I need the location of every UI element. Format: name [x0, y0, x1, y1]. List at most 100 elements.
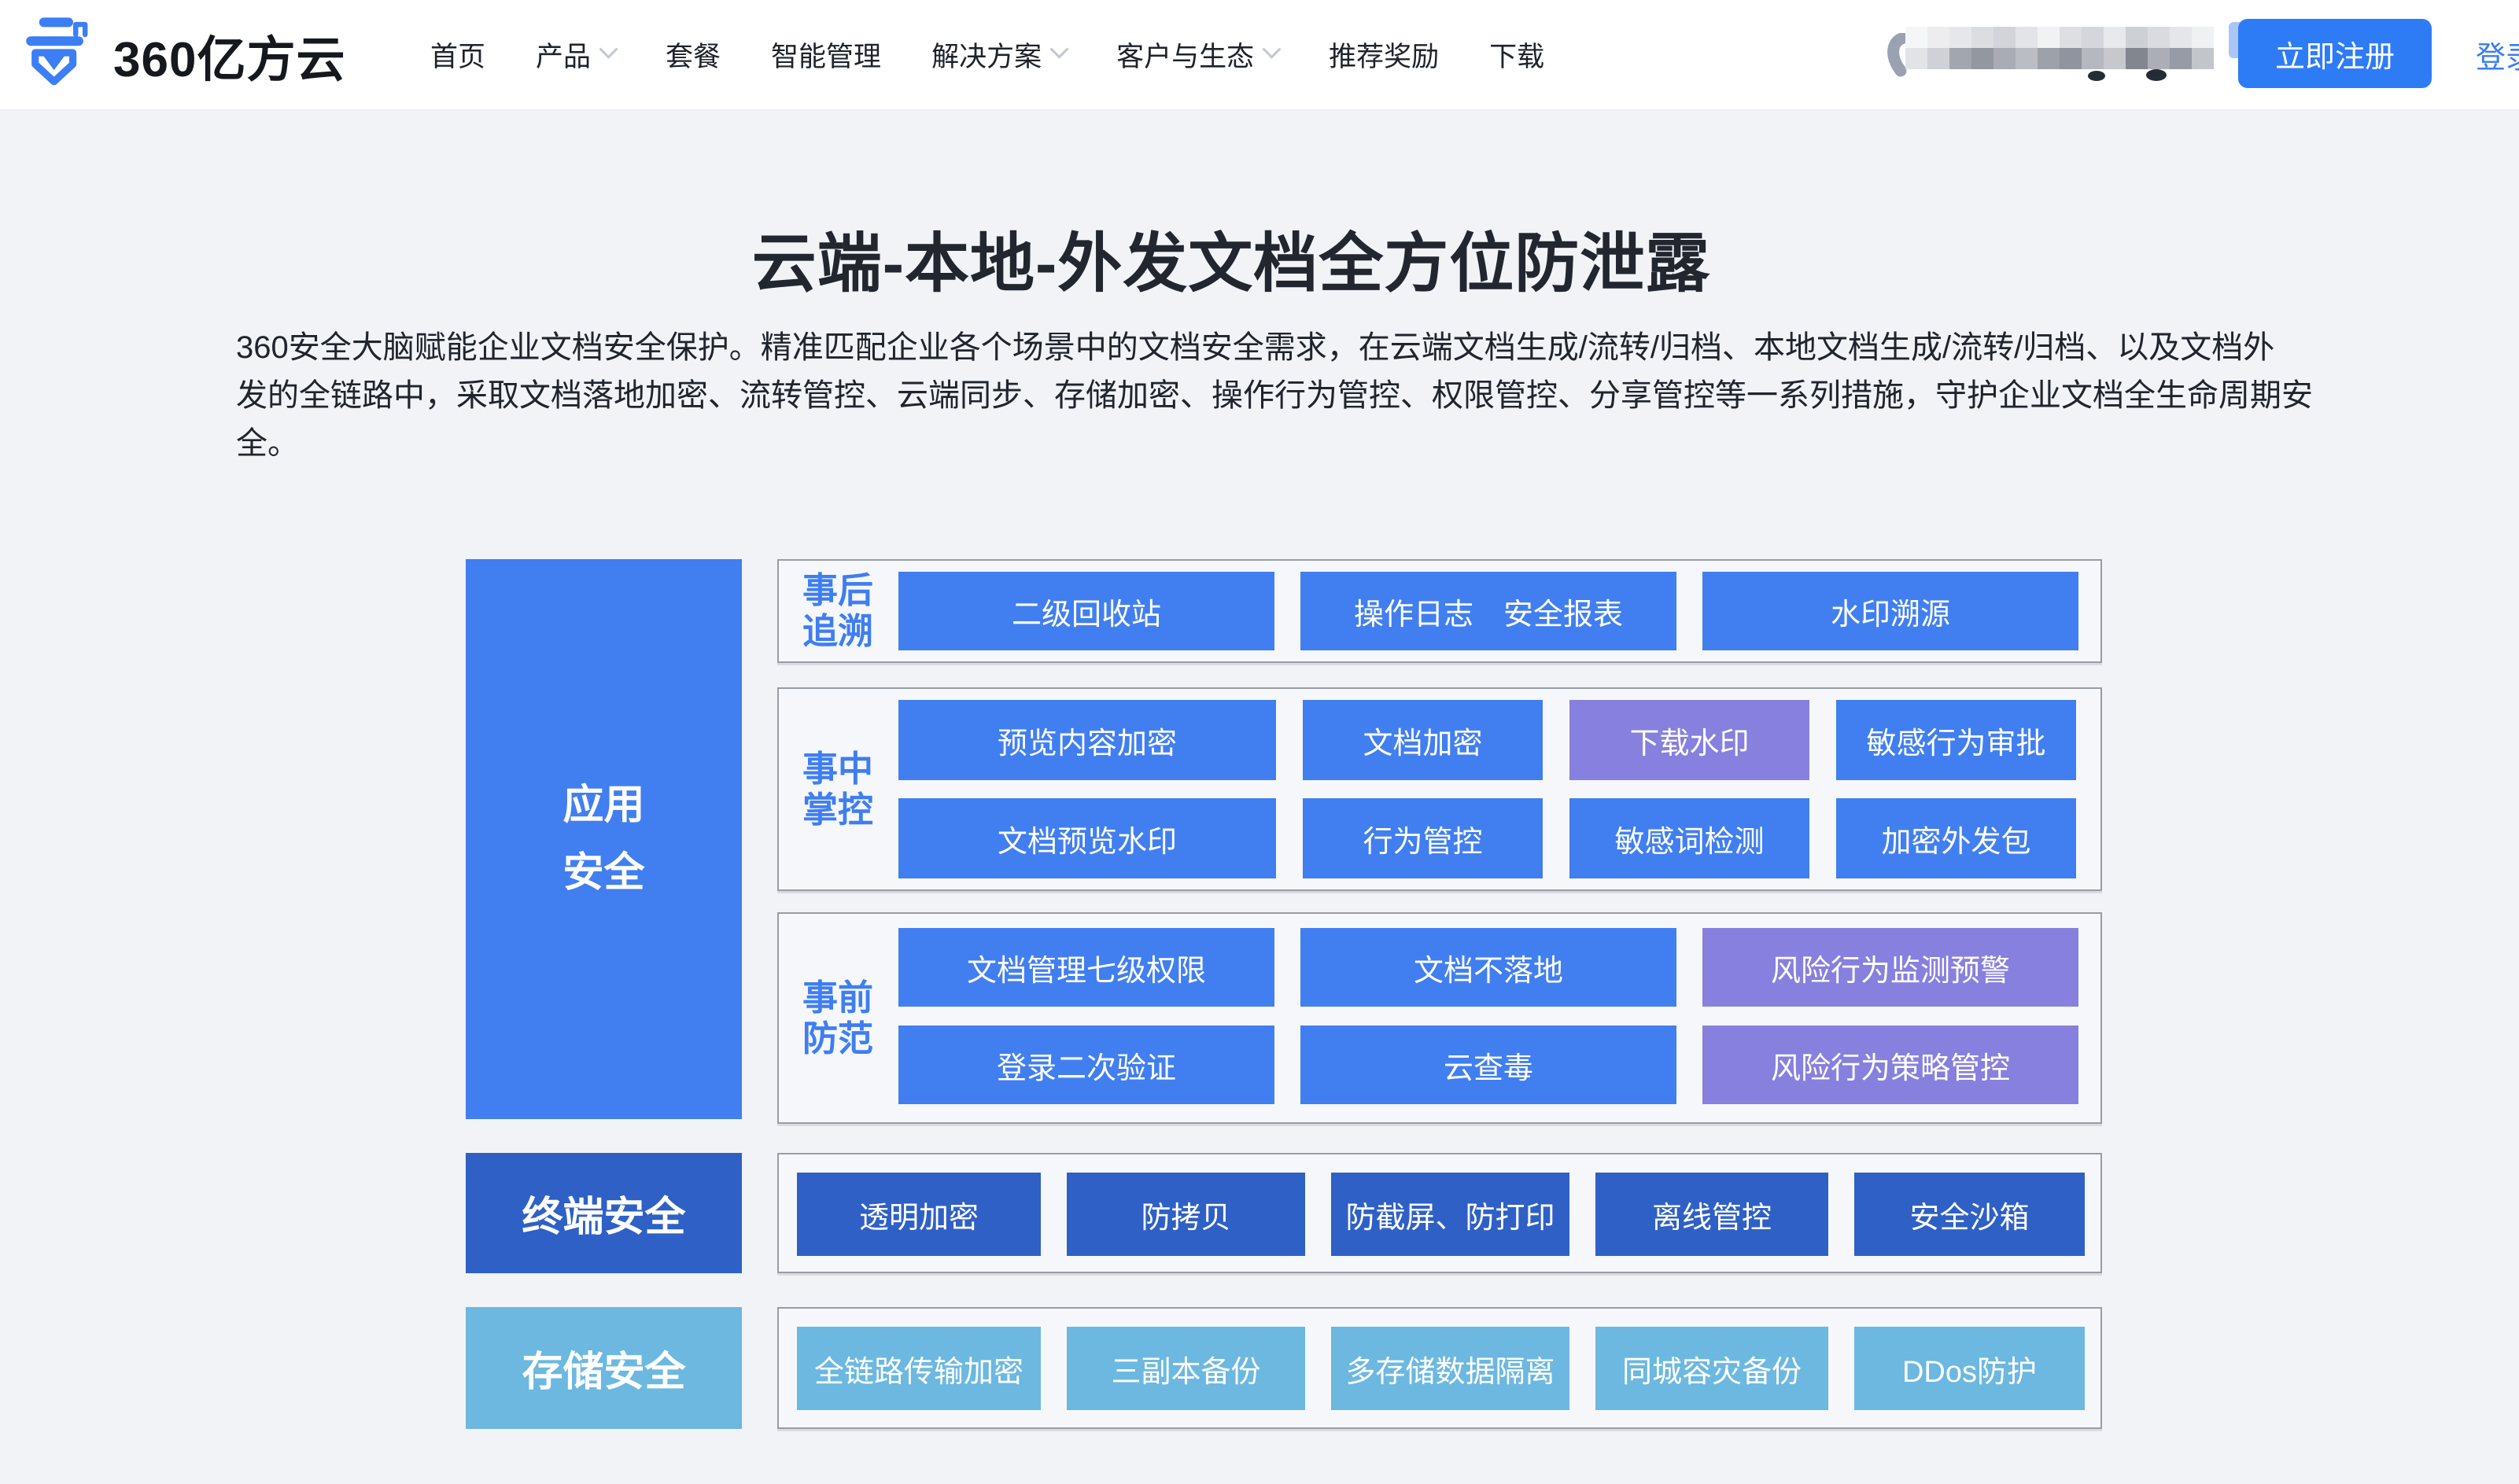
group-label-line: 追溯 [802, 611, 874, 651]
nav-item-smart-management[interactable]: 智能管理 [771, 35, 881, 75]
side-block-label: 安全 [562, 850, 645, 896]
side-block-label: 终端安全 [522, 1195, 686, 1240]
group-label-line: 事前 [802, 977, 874, 1018]
feature-tile: 文档不落地 [1300, 928, 1676, 1007]
mosaic-cell [2038, 48, 2060, 69]
nav-item-label: 客户与生态 [1116, 42, 1255, 72]
feature-tile: 离线管控 [1595, 1173, 1828, 1256]
nav-item-plans[interactable]: 套餐 [666, 35, 721, 75]
tile-row: 透明加密防拷贝防截屏、防打印离线管控安全沙箱 [797, 1173, 2085, 1256]
feature-tile-label: 文档加密 [1363, 727, 1483, 760]
nav-item-customers-ecosystem[interactable]: 客户与生态 [1116, 35, 1282, 75]
logo-text: 360亿方云 [113, 32, 346, 87]
tile-row: 二级回收站 操作日志 安全报表 水印溯源 [898, 572, 2078, 650]
feature-tile-label: 敏感行为审批 [1866, 727, 2046, 760]
group-label-line: 掌控 [802, 789, 874, 830]
feature-tile: 二级回收站 [898, 572, 1274, 650]
feature-tile: 同城容灾备份 [1595, 1327, 1828, 1410]
side-block-storage-security: 存储安全 [466, 1307, 742, 1429]
feature-tile: 三副本备份 [1067, 1327, 1305, 1410]
phone-icon [1887, 33, 1910, 77]
nav-item-label: 智能管理 [771, 42, 882, 72]
feature-tile-label: 离线管控 [1651, 1201, 1772, 1235]
nav-item-label: 套餐 [666, 42, 721, 72]
feature-tile-label: 文档管理七级权限 [966, 954, 1206, 988]
login-link[interactable]: 登录 [2476, 42, 2519, 75]
nav-item-label: 推荐奖励 [1329, 42, 1440, 72]
feature-tile-label: 二级回收站 [1011, 598, 1161, 632]
mosaic-cell [2060, 48, 2082, 69]
feature-tile: 透明加密 [797, 1173, 1041, 1256]
feature-tile-label: 登录二次验证 [996, 1051, 1176, 1085]
mosaic-dot [2146, 69, 2167, 81]
logo-icon [24, 14, 96, 95]
mosaic-cell [1927, 48, 1949, 69]
nav-item-download[interactable]: 下载 [1489, 35, 1544, 75]
mosaic-cell [2060, 27, 2082, 48]
nav-item-label: 首页 [430, 42, 486, 72]
feature-tile: 风险行为策略管控 [1702, 1026, 2078, 1104]
tile-row: 全链路传输加密 三副本备份 多存储数据隔离 同城容灾备份 DDos防护 [797, 1327, 2085, 1410]
mosaic-cell [2082, 27, 2104, 48]
feature-tile-label: 多存储数据隔离 [1345, 1355, 1555, 1389]
side-block-label: 存储安全 [522, 1350, 686, 1395]
nav-item-solutions[interactable]: 解决方案 [931, 35, 1069, 75]
feature-tile-label: 下载水印 [1629, 727, 1750, 760]
feature-tile: DDos防护 [1854, 1327, 2085, 1410]
feature-tile-label: 云查毒 [1443, 1051, 1533, 1085]
mosaic-cell [1949, 27, 1971, 48]
mosaic-row [1905, 27, 2214, 48]
feature-tile-label: 水印溯源 [1830, 598, 1950, 632]
mosaic-cell [2082, 48, 2104, 69]
mosaic-cell [2170, 27, 2192, 48]
feature-tile-label: 全链路传输加密 [813, 1355, 1023, 1389]
feature-tile-label: 风险行为策略管控 [1770, 1051, 2010, 1085]
mosaic-cell [2148, 48, 2170, 69]
mosaic-cell [1949, 48, 1971, 69]
nav-item-home[interactable]: 首页 [430, 35, 485, 75]
group-label-line: 防范 [802, 1018, 874, 1059]
feature-tile: 文档加密 [1303, 700, 1543, 780]
mosaic-cell [1905, 27, 1927, 48]
tile-row: 文档管理七级权限 文档不落地 风险行为监测预警 [898, 928, 2078, 1007]
mosaic-cell [2170, 48, 2192, 69]
feature-tile-label: 加密外发包 [1881, 825, 2031, 859]
register-button[interactable]: 立即注册 [2238, 19, 2432, 88]
feature-group-pre-event-prevention: 事前防范 文档管理七级权限 文档不落地 风险行为监测预警登录二次验证 云查毒 风险行为策略… [777, 912, 2102, 1124]
tile-row: 登录二次验证 云查毒 风险行为策略管控 [898, 1026, 2078, 1104]
feature-tile-label: 行为管控 [1363, 825, 1483, 859]
feature-tile-label: 操作日志 安全报表 [1353, 598, 1623, 632]
mosaic-cell [1971, 27, 1993, 48]
nav-item-products[interactable]: 产品 [536, 35, 618, 75]
feature-group-post-event-tracing: 事后追溯 二级回收站 操作日志 安全报表 水印溯源 [777, 559, 2102, 663]
page-description-line: 全。 [236, 426, 299, 461]
feature-tile-label: 同城容灾备份 [1621, 1355, 1802, 1389]
side-block-terminal-security: 终端安全 [466, 1153, 742, 1273]
feature-tile-label: 文档不落地 [1413, 954, 1563, 988]
nav-item-referral-rewards[interactable]: 推荐奖励 [1329, 35, 1439, 75]
page-description-line: 360安全大脑赋能企业文档安全保护。精准匹配企业各个场景中的文档安全需求，在云端… [236, 330, 2275, 365]
mosaic-cell [1971, 48, 1993, 69]
feature-tile-label: 敏感词检测 [1614, 825, 1765, 859]
tile-row: 文档预览水印行为管控敏感词检测加密外发包 [898, 798, 2076, 878]
feature-tile: 防截屏、防打印 [1331, 1173, 1569, 1256]
logo[interactable]: 360亿方云 [24, 0, 345, 109]
tile-row: 预览内容加密文档加密下载水印敏感行为审批 [898, 700, 2076, 780]
redacted-phone-number [1885, 27, 2215, 91]
nav-item-label: 产品 [536, 42, 592, 72]
mosaic-cell [1993, 48, 2016, 69]
feature-tile: 操作日志 安全报表 [1300, 572, 1676, 650]
feature-tile-label: 三副本备份 [1111, 1355, 1261, 1389]
feature-tile-label: 风险行为监测预警 [1770, 954, 2010, 988]
feature-tile: 全链路传输加密 [797, 1327, 1041, 1410]
mosaic-cell [1927, 27, 1949, 48]
mosaic-cell [2104, 48, 2126, 69]
mosaic-cell [2104, 27, 2126, 48]
nav-item-label: 解决方案 [931, 42, 1042, 72]
page-description: 360安全大脑赋能企业文档安全保护。精准匹配企业各个场景中的文档安全需求，在云端… [236, 324, 2313, 468]
mosaic-cell [2192, 48, 2214, 69]
feature-tile-label: DDos防护 [1901, 1355, 2038, 1389]
group-label-line: 事后 [802, 570, 874, 610]
side-block-label: 应用 [562, 783, 645, 828]
mosaic-row [1905, 48, 2214, 69]
